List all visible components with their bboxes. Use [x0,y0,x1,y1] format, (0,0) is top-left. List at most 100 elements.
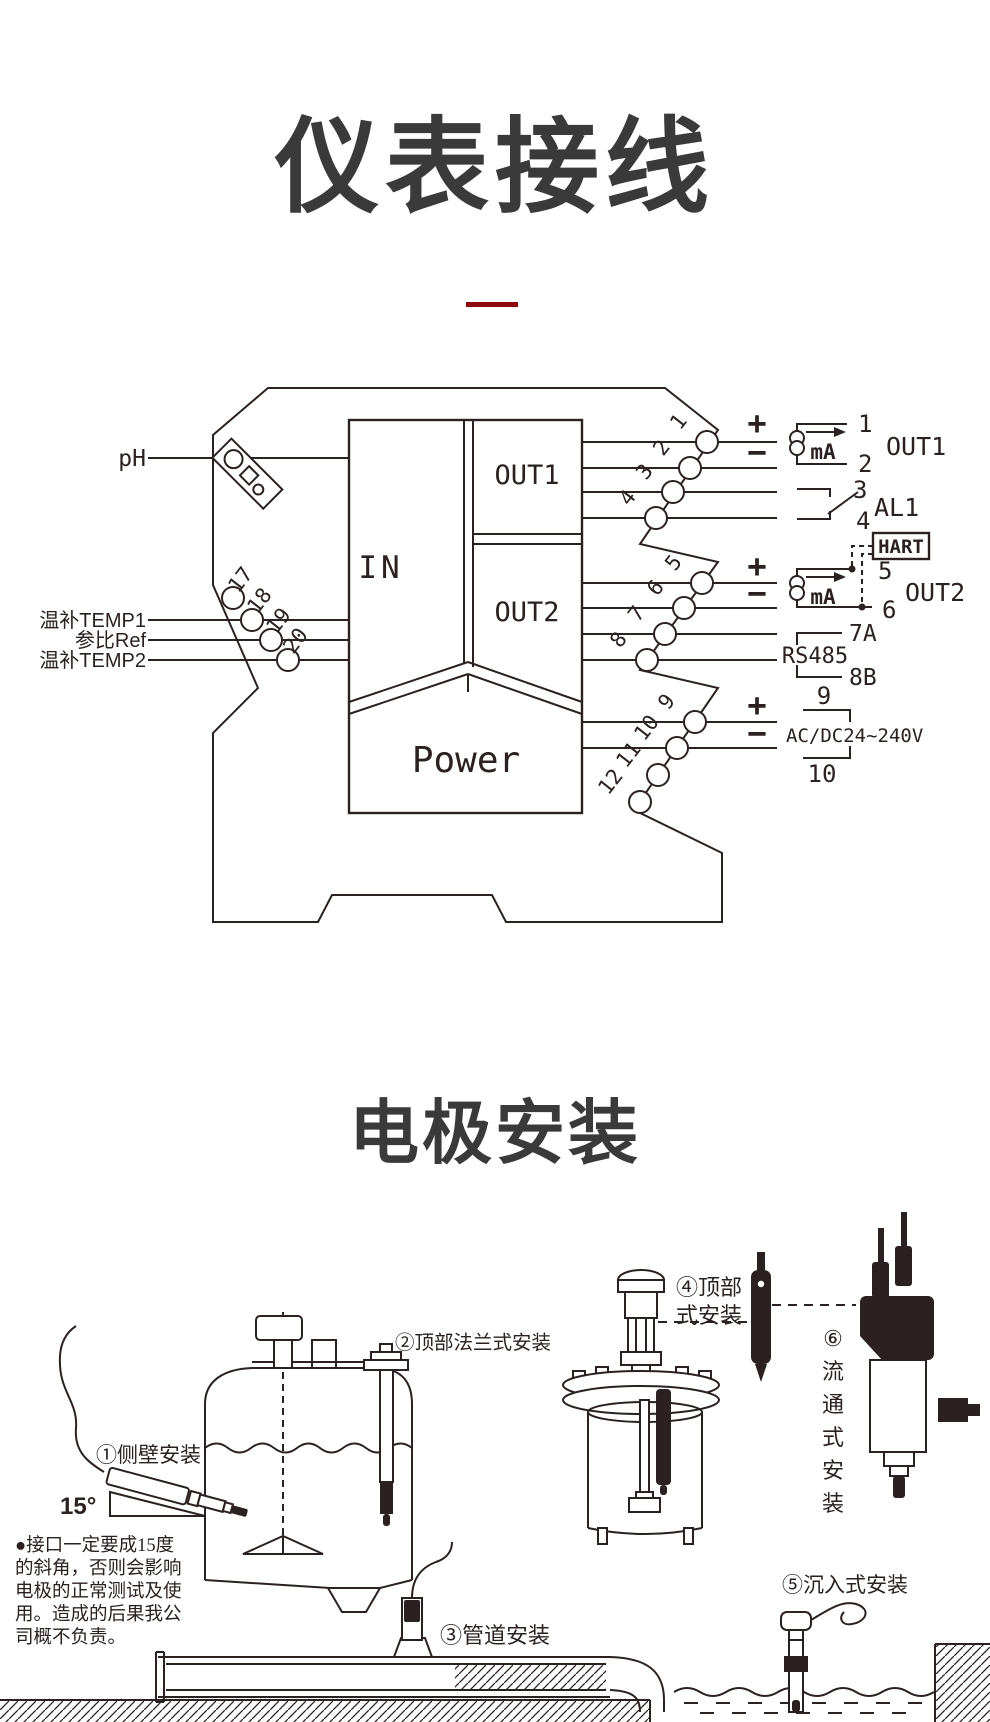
pipe-tee-fitting [392,1637,434,1658]
pipe-electrode [401,1541,453,1641]
out1-minus: − [747,433,766,471]
terminal-10: 10 [629,710,663,745]
out1-unit: mA [810,440,836,464]
section-title-wiring: 仪表接线 [274,110,715,226]
rs485-terminal-7a: 7A [849,621,877,647]
flow-char-4: 式 [822,1425,844,1450]
side-wall-label: ①侧壁安装 [96,1443,201,1467]
out1-label: OUT1 [886,432,946,461]
side-wall-electrode: ①侧壁安装 15° [58,1325,248,1520]
current-arrow-icon [834,572,846,582]
warning-line-1: ●接口一定要成15度 [15,1535,174,1556]
out2-circuit: + − mA 5 6 OUT2 [747,547,965,624]
temp-ref-inputs: 温补TEMP1 参比Ref 温补TEMP2 17 18 19 20 [39,562,349,672]
ground-and-pit [0,1643,990,1722]
electrode-cable [411,1541,453,1599]
hart-label: HART [878,536,924,558]
ref-label: 参比Ref [75,629,147,652]
flow-through-label: ⑥ 流 通 式 安 装 [822,1326,844,1516]
block-out2-label: OUT2 [494,597,559,628]
block-power-label: Power [412,740,520,781]
main-block: IN OUT1 OUT2 Power [347,418,584,815]
terminal-8: 8 [605,627,632,652]
al1-terminal-4: 4 [856,507,870,535]
hart-module: HART [848,531,931,611]
out1-terminal-1: 1 [858,410,872,438]
flow-through-cell: ⑥ 流 通 式 安 装 [822,1212,980,1516]
rs485-port: 7A RS485 8B [782,621,877,691]
flow-char-3: 通 [822,1392,844,1417]
terminal-6: 6 [642,575,669,600]
warning-line-5: 司概不负责。 [15,1627,126,1648]
flow-char-6: 装 [822,1491,844,1516]
power-supply-terminals: + − 9 AC/DC24~240V 10 [747,682,923,788]
pipe-elbow [609,1656,665,1713]
warning-line-4: 用。造成的后果我公 [15,1604,182,1625]
top-flange-electrode: ②顶部法兰式安装 [363,1332,551,1526]
supply-minus: − [747,714,766,752]
terminal-9: 9 [653,689,680,714]
current-arrow-icon [834,427,846,437]
rs485-label: RS485 [782,644,848,669]
temp1-label: 温补TEMP1 [39,609,146,632]
terminal-2: 2 [648,435,675,460]
tank-drain-cone [326,1587,382,1613]
ph-probe [751,1252,771,1382]
wedge-15deg [109,1490,206,1517]
reaction-tank [204,1312,413,1613]
terminal-1: 1 [665,409,692,434]
supply-plus: + [747,686,766,724]
electrode-cable [810,1602,867,1626]
submerged-electrode: ⑤沉入式安装 [780,1573,908,1713]
out1-plus: + [747,404,766,442]
supply-label: AC/DC24~240V [786,725,923,747]
warning-note: ●接口一定要成15度 的斜角，否则会影响 电极的正常测试及使 用。造成的后果我公… [15,1535,182,1648]
shaft-cap [255,1315,303,1341]
immersed-probe [656,1389,671,1485]
supply-terminal-10: 10 [808,760,837,788]
pipe-install-label: ③管道安装 [440,1623,550,1648]
side-port [938,1398,968,1422]
pipe-installation: ③管道安装 [155,1541,665,1713]
flow-char-5: 安 [822,1458,844,1483]
transmitter-enclosure-outline [212,387,723,923]
top-flange-label: ②顶部法兰式安装 [395,1332,551,1354]
title-divider-dash [466,302,518,307]
block-out1-label: OUT1 [494,460,559,491]
supply-terminal-9: 9 [817,682,831,710]
electrode-cable [58,1325,105,1473]
tank-liquid-level [204,1442,413,1454]
section-title-install: 电极安装 [349,1094,641,1172]
terminal-7: 7 [623,601,650,626]
out2-minus: − [747,574,766,612]
ph-input: pH [118,437,349,511]
electrode-installation-diagram: ③管道安装 ②顶部法兰式安装 [0,1212,990,1722]
al1-relay-circuit: 3 4 AL1 [797,476,919,535]
out2-plus: + [747,547,766,585]
angle-label: 15° [60,1493,96,1520]
flow-char-2: 流 [822,1359,844,1384]
motor-icon [311,1339,337,1369]
terminal-4: 4 [614,485,641,510]
temp2-label: 温补TEMP2 [39,649,146,672]
top-mount-label-1: ④顶部 [676,1275,742,1300]
out1-circuit: + − mA 1 2 OUT1 [747,404,946,478]
rs485-terminal-8b: 8B [849,665,877,691]
block-in-label: IN [358,550,403,586]
top-mount-label-2: 式安装 [676,1303,742,1328]
terminal-11: 11 [611,737,645,772]
out1-terminal-2: 2 [858,450,872,478]
wiring-diagram: pH 温补TEMP1 参比Ref 温补TEMP2 17 18 19 20 [39,387,965,923]
out2-terminal-6: 6 [882,596,896,624]
warning-line-2: 的斜角，否则会影响 [15,1558,182,1579]
al1-terminal-3: 3 [853,476,867,504]
al1-label: AL1 [874,493,919,522]
flow-char-1: ⑥ [823,1326,843,1351]
agitator-paddle [242,1534,324,1555]
bnc-connector-icon [210,437,284,511]
submerged-label: ⑤沉入式安装 [782,1573,908,1597]
warning-line-3: 电极的正常测试及使 [15,1581,182,1602]
top-mount-assembly: ④顶部 式安装 [562,1269,856,1545]
terminal-12: 12 [593,764,627,799]
